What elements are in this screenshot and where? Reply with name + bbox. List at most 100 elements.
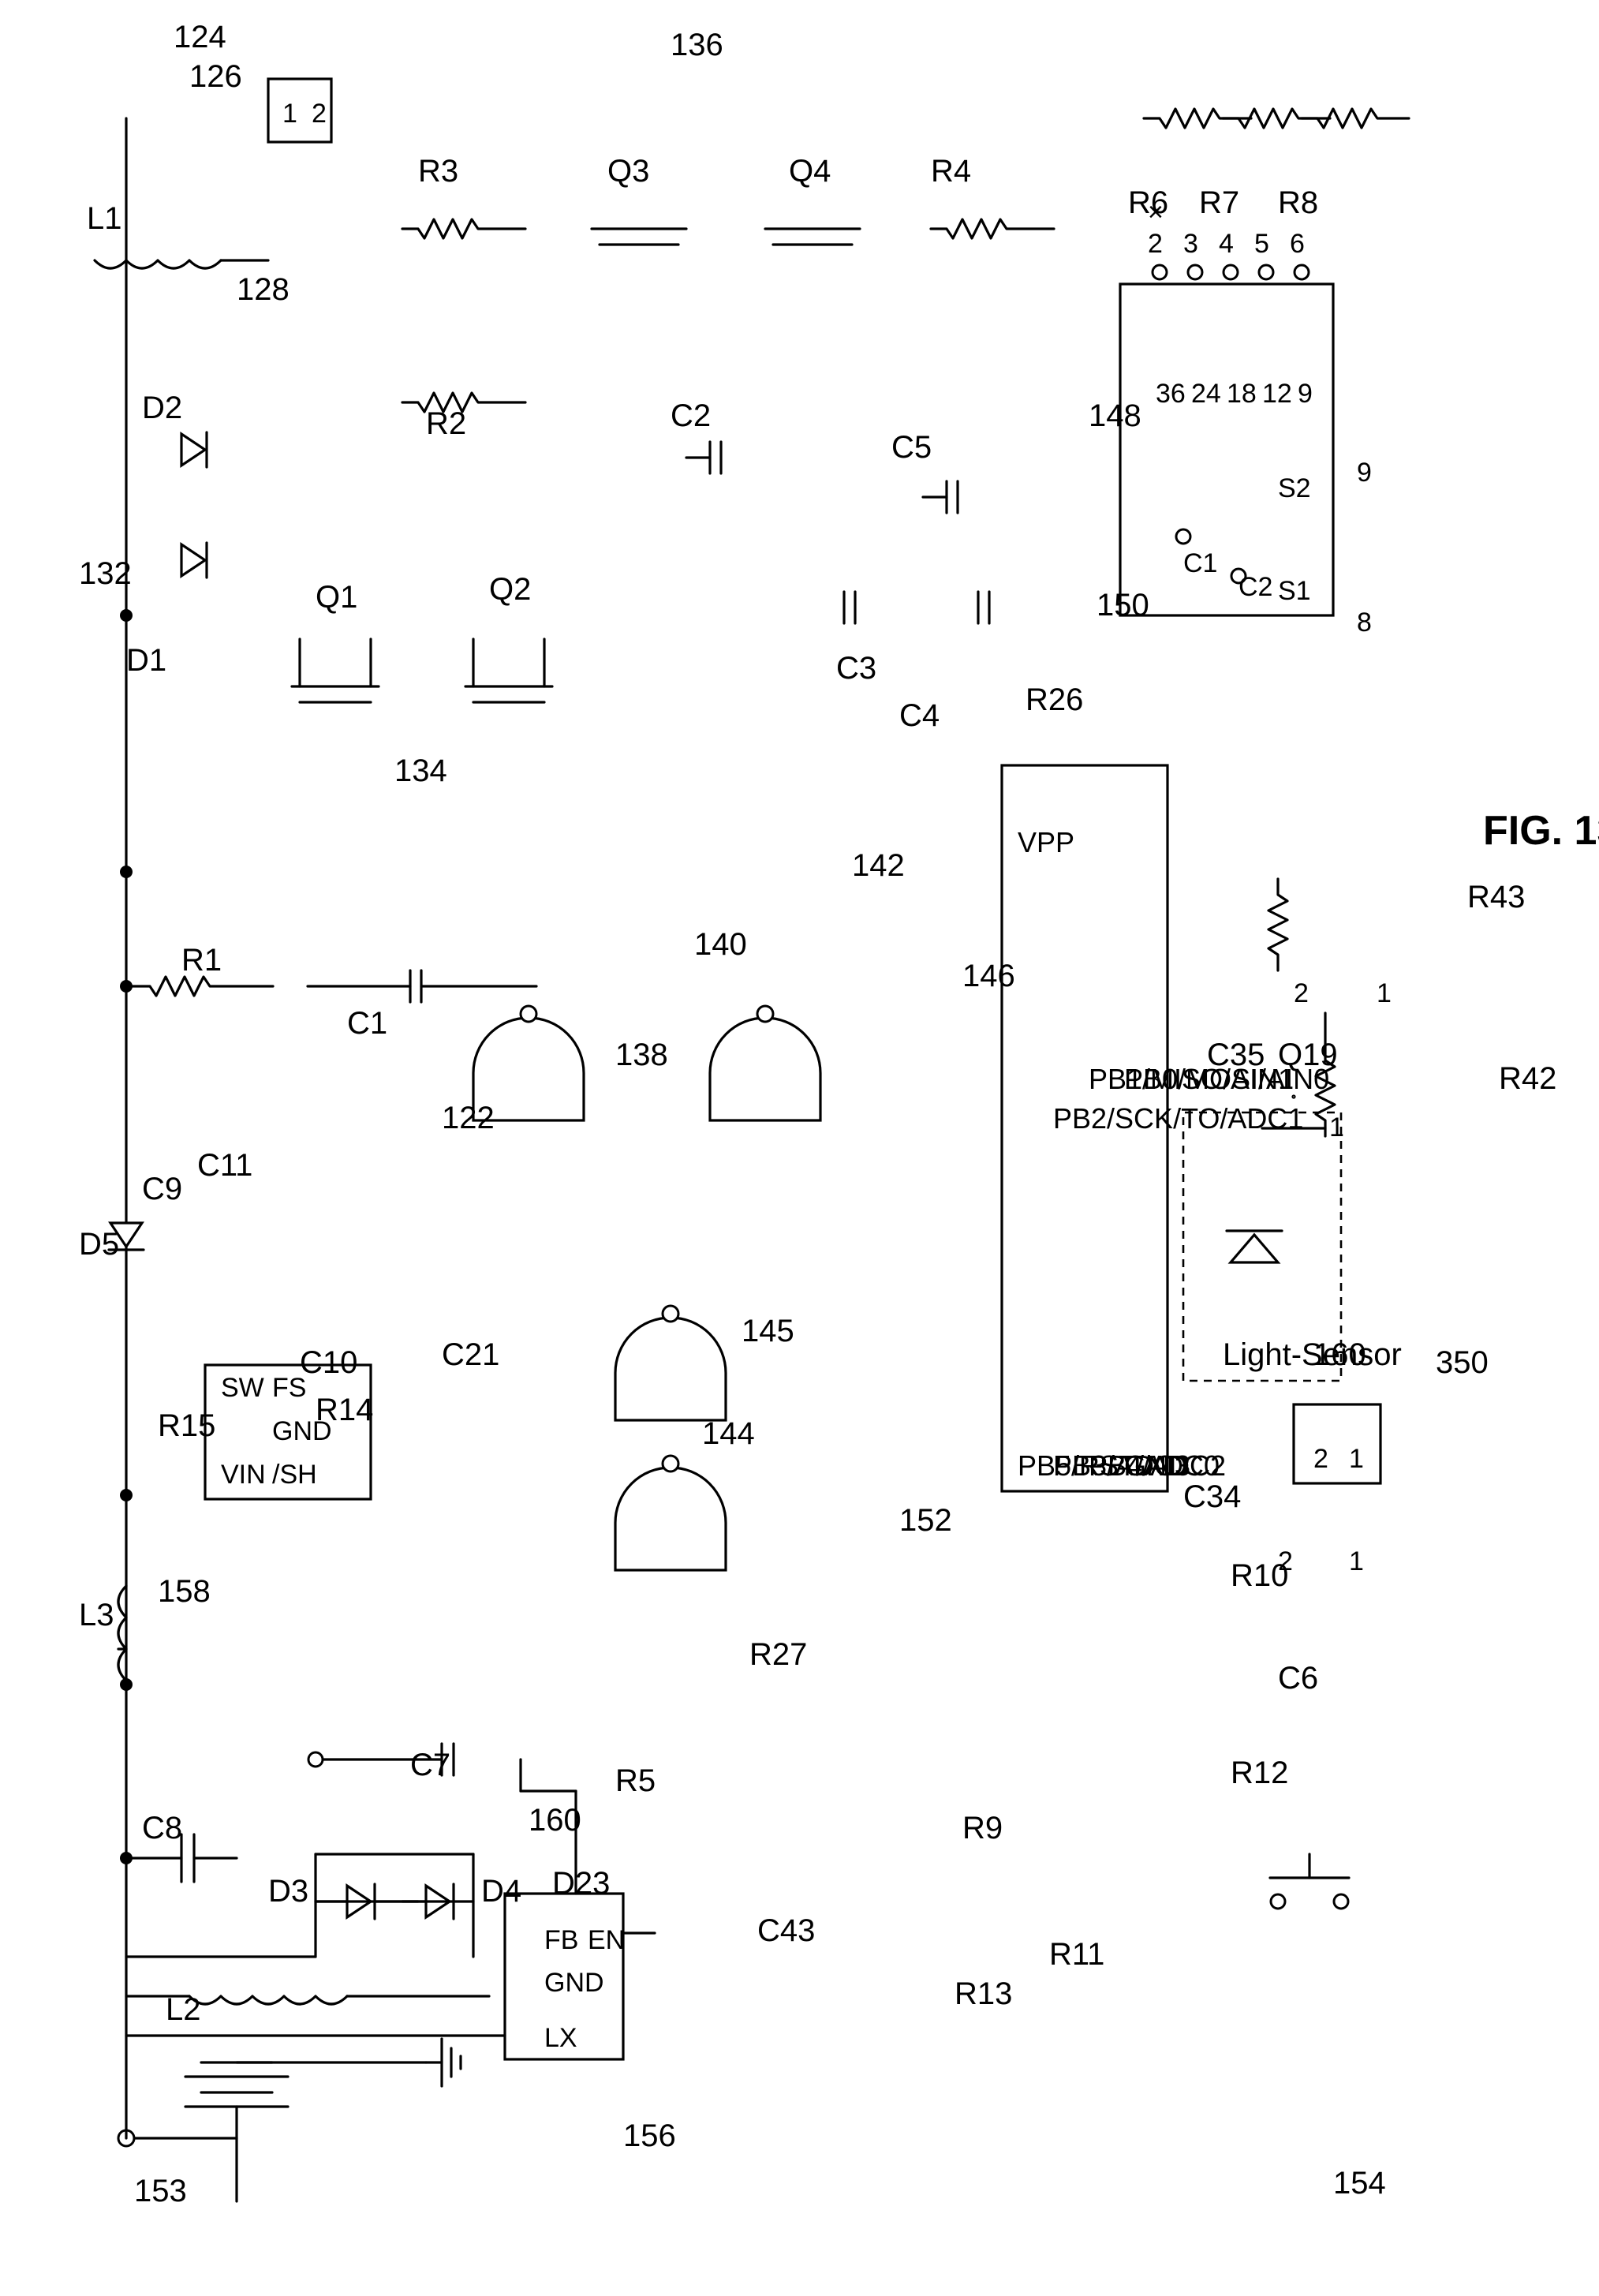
r43-pin-1: 1 (1377, 978, 1392, 1008)
mosfet-q3 (592, 229, 686, 245)
ic156-pin-en: EN (588, 1925, 625, 1955)
label-c43: C43 (757, 1913, 815, 1948)
resistor-r3 (402, 219, 525, 238)
ref-158: 158 (158, 1574, 211, 1609)
nand-gate-140 (710, 1006, 820, 1120)
switch-terminal-s1: S1 (1278, 576, 1311, 606)
label-q1: Q1 (316, 580, 357, 615)
ref-140: 140 (694, 927, 747, 962)
inductor-l1 (95, 260, 268, 268)
switch-output-3: 3 (1183, 229, 1198, 259)
switch-output-6: 6 (1290, 229, 1305, 259)
connector350-pin-1: 1 (1349, 1444, 1364, 1474)
ref-146: 146 (962, 959, 1015, 993)
label-d3: D3 (268, 1874, 308, 1909)
ref-154: 154 (1333, 2166, 1386, 2201)
ref-138: 138 (615, 1038, 668, 1072)
label-r4: R4 (931, 154, 971, 189)
label-q2: Q2 (489, 572, 531, 607)
mcu-pin-vpp: VPP (1018, 826, 1074, 858)
label-r14: R14 (316, 1393, 373, 1427)
figure-title: FIG. 13 (1483, 808, 1599, 854)
label-r43: R43 (1467, 880, 1525, 914)
ref-136: 136 (671, 28, 723, 62)
connector-124: 1 2 (268, 79, 331, 142)
ic156-pin-gnd: GND (544, 1968, 604, 1998)
ref-134: 134 (394, 753, 447, 788)
switch-position-36: 36 (1156, 379, 1186, 409)
mosfet-q4 (765, 229, 860, 245)
resistor-r1 (126, 977, 273, 996)
capacitor-c5 (923, 481, 958, 513)
label-q3: Q3 (607, 154, 649, 189)
diode-d2 (181, 432, 207, 467)
label-c34: C34 (1183, 1479, 1241, 1514)
resistor-r4 (931, 219, 1054, 238)
capacitor-c2 (686, 442, 721, 473)
ic158-pin-sw: SW (221, 1373, 264, 1403)
q19-emitter-pin: 1 (1329, 1112, 1344, 1142)
label-q19: Q19 (1278, 1038, 1338, 1072)
label-c2: C2 (671, 398, 711, 433)
mosfet-q1 (292, 639, 379, 702)
connector124-pin-1: 1 (282, 99, 297, 129)
switch-output-2: 2 (1148, 229, 1163, 259)
label-r42: R42 (1499, 1061, 1556, 1096)
ground-icon (426, 2039, 461, 2086)
label-r10: R10 (1231, 1558, 1288, 1593)
ref-126: 126 (189, 59, 242, 94)
label-l3: L3 (79, 1598, 114, 1632)
pushbutton-154 (1270, 1854, 1349, 1909)
label-r6: R6 (1128, 185, 1168, 220)
label-c35: C35 (1207, 1038, 1265, 1072)
connector350-pin-2: 2 (1313, 1444, 1328, 1474)
ref-148: 148 (1089, 398, 1141, 433)
label-l1: L1 (87, 201, 122, 236)
resistor-r43: 2 1 (1268, 879, 1392, 1008)
ref-150: 150 (1097, 588, 1149, 623)
label-r15: R15 (158, 1408, 215, 1443)
label-c21: C21 (442, 1337, 499, 1372)
label-c1: C1 (347, 1006, 387, 1041)
label-q4: Q4 (789, 154, 831, 189)
label-r8: R8 (1278, 185, 1318, 220)
label-r5: R5 (615, 1763, 656, 1798)
connector-350: 2 1 2 1 (1278, 1404, 1380, 1576)
mcu-pin-gnd: GND (1124, 1449, 1187, 1482)
connector124-pin-2: 2 (312, 99, 327, 129)
switch-terminal-s2: S2 (1278, 473, 1311, 503)
resistor-r8 (1302, 109, 1409, 128)
switch-output-5: 5 (1254, 229, 1269, 259)
label-c10: C10 (300, 1345, 357, 1380)
diode-d1 (181, 543, 207, 578)
capacitor-c3 (844, 592, 855, 623)
label-r3: R3 (418, 154, 458, 189)
ref-145: 145 (742, 1314, 794, 1348)
label-c3: C3 (836, 651, 876, 686)
mcu-pin-pb2: PB2/SCK/TO/ADC1 (1053, 1102, 1303, 1135)
label-r12: R12 (1231, 1756, 1288, 1790)
label-c4: C4 (899, 698, 940, 733)
light-sensor-label: Light-Sensor (1223, 1337, 1402, 1372)
ref-122: 122 (442, 1101, 495, 1135)
ic158-pin-sh: /SH (272, 1460, 317, 1490)
label-r2: R2 (426, 406, 466, 441)
ic-158: VIN /SH SW GND FS (205, 1365, 371, 1499)
ref-152: 152 (899, 1503, 952, 1538)
ref-160: 160 (529, 1803, 581, 1838)
label-l2: L2 (166, 1992, 201, 2027)
label-r13: R13 (955, 1976, 1012, 2011)
ic-156: LX GND FB EN (505, 1894, 625, 2059)
label-c9: C9 (142, 1172, 182, 1206)
label-r9: R9 (962, 1811, 1003, 1845)
label-c6: C6 (1278, 1661, 1318, 1696)
ref-128: 128 (237, 272, 290, 307)
label-r1: R1 (181, 943, 222, 978)
nand-gate-145 (615, 1306, 726, 1420)
label-c11: C11 (197, 1148, 252, 1183)
rotary-switch-148: C1 C2 S1 S2 36 24 18 12 9 2 3 4 5 6 × 8 … (1120, 197, 1372, 638)
label-r26: R26 (1026, 682, 1083, 717)
